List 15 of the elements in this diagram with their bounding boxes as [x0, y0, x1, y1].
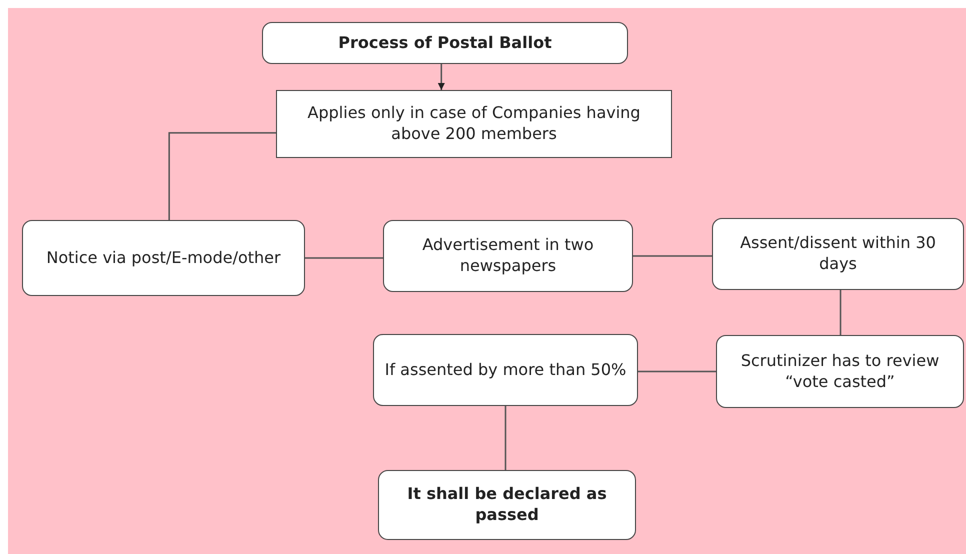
process-box: Scrutinizer has to review “vote casted”	[716, 335, 964, 408]
process-box: It shall be declared as passed	[378, 470, 636, 540]
process-box: Notice via post/E-mode/other	[22, 220, 305, 296]
connector-line	[638, 370, 716, 372]
connector-line	[504, 406, 506, 470]
connector-line	[168, 132, 276, 220]
process-box: Assent/dissent within 30 days	[712, 218, 964, 290]
connector-line	[633, 255, 712, 257]
process-box: Advertisement in two newspapers	[383, 220, 633, 292]
connector-line	[305, 257, 383, 259]
process-box: Applies only in case of Companies having above 200 members	[276, 90, 672, 158]
connector-line	[840, 290, 842, 335]
arrow	[438, 64, 445, 90]
process-box: If assented by more than 50%	[373, 334, 638, 406]
process-box: Process of Postal Ballot	[262, 22, 628, 64]
